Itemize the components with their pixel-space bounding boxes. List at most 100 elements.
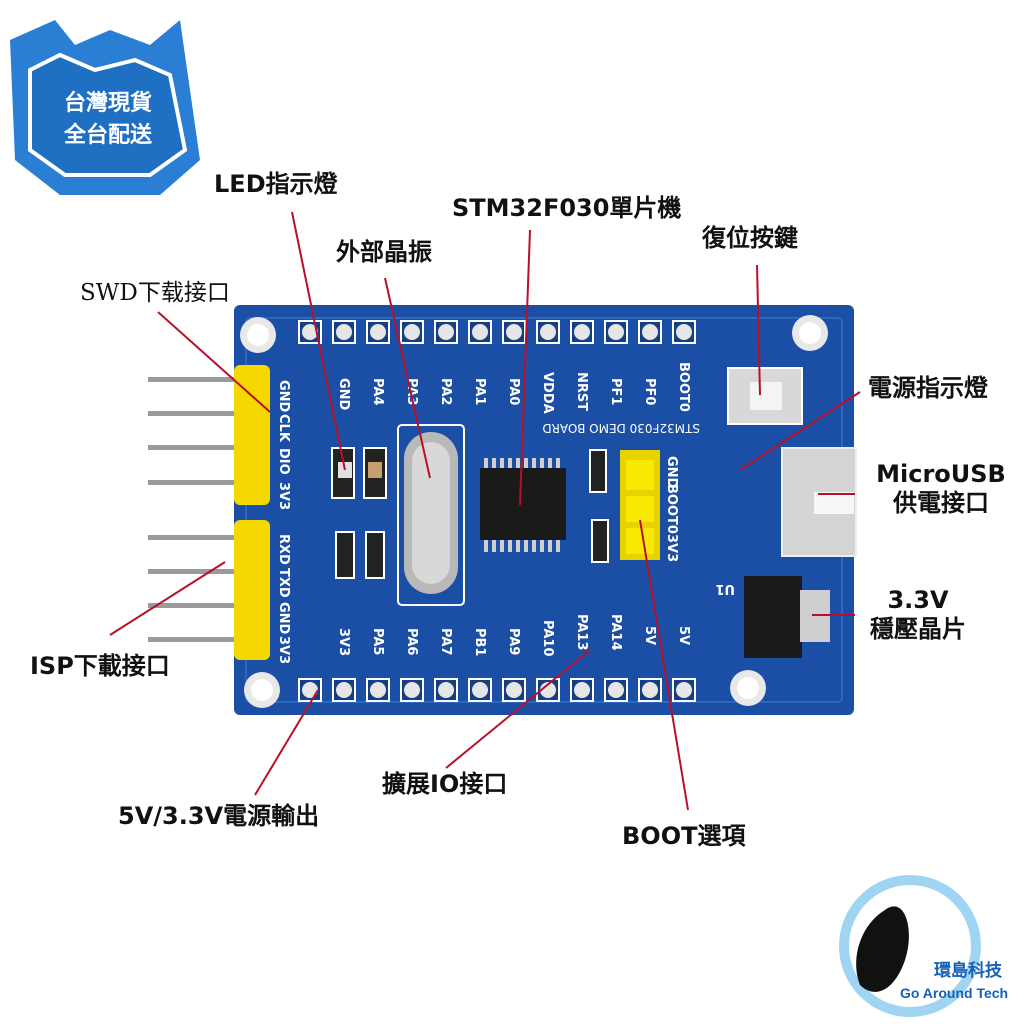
label-reg-line1: 3.3V bbox=[887, 586, 949, 614]
mcu-leg bbox=[548, 540, 552, 552]
label-usb-line2: 供電接口 bbox=[893, 488, 989, 517]
top-pin-row bbox=[298, 320, 696, 344]
label-isp: ISP下載接口 bbox=[30, 652, 170, 680]
brand-cn: 環島科技 bbox=[934, 960, 1003, 981]
swd-pin-label: DIO bbox=[276, 448, 291, 475]
mcu-leg bbox=[492, 458, 496, 470]
mcu-leg bbox=[484, 458, 488, 470]
bottom-pad-hole bbox=[506, 682, 522, 698]
top-pin-label: NRST bbox=[574, 372, 589, 411]
leader-lines bbox=[109, 211, 861, 811]
top-pin-label: PF0 bbox=[642, 378, 657, 405]
bottom-pin-label: 5V bbox=[642, 626, 657, 645]
mcu-leg bbox=[524, 458, 528, 470]
mcu-leg bbox=[524, 540, 528, 552]
top-pad-hole bbox=[472, 324, 488, 340]
mcu-leg bbox=[516, 458, 520, 470]
bottom-pin-labels: 3V3 PA5 PA6 PA7 PB1 PA9 PA10 PA13 PA14 5… bbox=[336, 614, 691, 657]
brand-logo: 環島科技 Go Around Tech bbox=[839, 875, 1008, 1017]
mcu-leg bbox=[540, 540, 544, 552]
mcu-leg bbox=[492, 540, 496, 552]
top-pin-labels: GND PA4 PA3 PA2 PA1 PA0 VDDA NRST PF1 PF… bbox=[336, 362, 691, 414]
isp-pin-label: GND bbox=[276, 602, 291, 635]
mcu-leg bbox=[556, 458, 560, 470]
label-reg-line2: 穩壓晶片 bbox=[870, 614, 966, 643]
header-pins bbox=[148, 377, 248, 642]
isp-pin-label: TXD bbox=[276, 568, 291, 598]
label-boot: BOOT選項 bbox=[622, 822, 746, 850]
smd-components bbox=[331, 447, 609, 579]
boot-pin-label: 3V3 bbox=[664, 534, 679, 562]
mcu-leg bbox=[508, 458, 512, 470]
bottom-pad-hole bbox=[336, 682, 352, 698]
boot-jumpers: GND BOOT0 3V3 bbox=[620, 450, 679, 562]
swd-header bbox=[234, 365, 270, 505]
bottom-pin-row bbox=[298, 678, 696, 702]
label-usb: MicroUSB 供電接口 bbox=[876, 460, 1006, 518]
top-pin-label: PA2 bbox=[438, 378, 453, 405]
top-pin-label: VDDA bbox=[540, 372, 555, 414]
swd-pin-label: 3V3 bbox=[276, 482, 291, 510]
bottom-pad-hole bbox=[676, 682, 692, 698]
u1-label: U1 bbox=[715, 581, 735, 596]
bottom-pin-label: PA9 bbox=[506, 628, 521, 655]
top-pin-label: PF1 bbox=[608, 378, 623, 405]
mcu-leg bbox=[548, 458, 552, 470]
bottom-pad-hole bbox=[302, 682, 318, 698]
mcu-leg bbox=[556, 540, 560, 552]
left-pin-labels: GND CLK DIO 3V3 RXD TXD GND 3V3 bbox=[276, 380, 291, 664]
mcu-leg bbox=[516, 540, 520, 552]
top-pad-hole bbox=[370, 324, 386, 340]
bottom-pin-label: PA14 bbox=[608, 614, 623, 651]
isp-pin-label: RXD bbox=[276, 534, 291, 565]
top-pad-hole bbox=[676, 324, 692, 340]
top-pin-label: PA4 bbox=[370, 378, 385, 405]
mcu-leg bbox=[500, 458, 504, 470]
bottom-pin-label: PA7 bbox=[438, 628, 453, 655]
bottom-pad-hole bbox=[608, 682, 624, 698]
bottom-pin-label: PB1 bbox=[472, 628, 487, 656]
swd-pin-label: CLK bbox=[276, 414, 291, 443]
top-pin-label: GND bbox=[336, 378, 351, 411]
isp-pin-label: 3V3 bbox=[276, 636, 291, 664]
reset-button bbox=[727, 367, 803, 425]
badge-line1: 台灣現貨 bbox=[64, 90, 152, 116]
bottom-pad-hole bbox=[540, 682, 556, 698]
mcu-leg bbox=[484, 540, 488, 552]
top-pin-label: PA0 bbox=[506, 378, 521, 405]
label-led: LED指示燈 bbox=[214, 170, 338, 198]
top-pad-hole bbox=[540, 324, 556, 340]
top-pad-hole bbox=[302, 324, 318, 340]
bottom-pad-hole bbox=[438, 682, 454, 698]
bottom-pad-hole bbox=[472, 682, 488, 698]
silk-title: STM32F030 DEMO BOARD bbox=[542, 421, 700, 435]
label-expand: 擴展IO接口 bbox=[382, 770, 508, 798]
boot-pin-label: GND bbox=[664, 456, 679, 489]
label-crystal: 外部晶振 bbox=[336, 238, 432, 266]
bottom-pin-label: PA5 bbox=[370, 628, 385, 655]
micro-usb-connector bbox=[781, 447, 857, 557]
mcu-leg bbox=[500, 540, 504, 552]
label-usb-line1: MicroUSB bbox=[876, 460, 1006, 488]
bottom-pin-label: PA13 bbox=[574, 614, 589, 651]
badge-line2: 全台配送 bbox=[63, 122, 152, 148]
bottom-pad-hole bbox=[642, 682, 658, 698]
top-pin-label: PA1 bbox=[472, 378, 487, 405]
mounting-holes bbox=[240, 315, 828, 708]
top-pad-hole bbox=[574, 324, 590, 340]
brand-en: Go Around Tech bbox=[900, 985, 1008, 1001]
label-regulator: 3.3V 穩壓晶片 bbox=[858, 586, 978, 644]
bottom-pin-label: PA10 bbox=[540, 620, 555, 657]
bottom-pin-label: 5V bbox=[676, 626, 691, 645]
bottom-pin-label: PA6 bbox=[404, 628, 419, 655]
bottom-pad-hole bbox=[370, 682, 386, 698]
stock-badge: 台灣現貨 全台配送 bbox=[10, 20, 200, 195]
label-mcu: STM32F030單片機 bbox=[452, 194, 682, 222]
swd-pin-label: GND bbox=[276, 380, 291, 413]
label-swd: SWD下载接口 bbox=[80, 280, 230, 306]
mcu-chip bbox=[480, 458, 566, 552]
bottom-pad-hole bbox=[404, 682, 420, 698]
mcu-leg bbox=[532, 540, 536, 552]
mcu-leg bbox=[540, 458, 544, 470]
